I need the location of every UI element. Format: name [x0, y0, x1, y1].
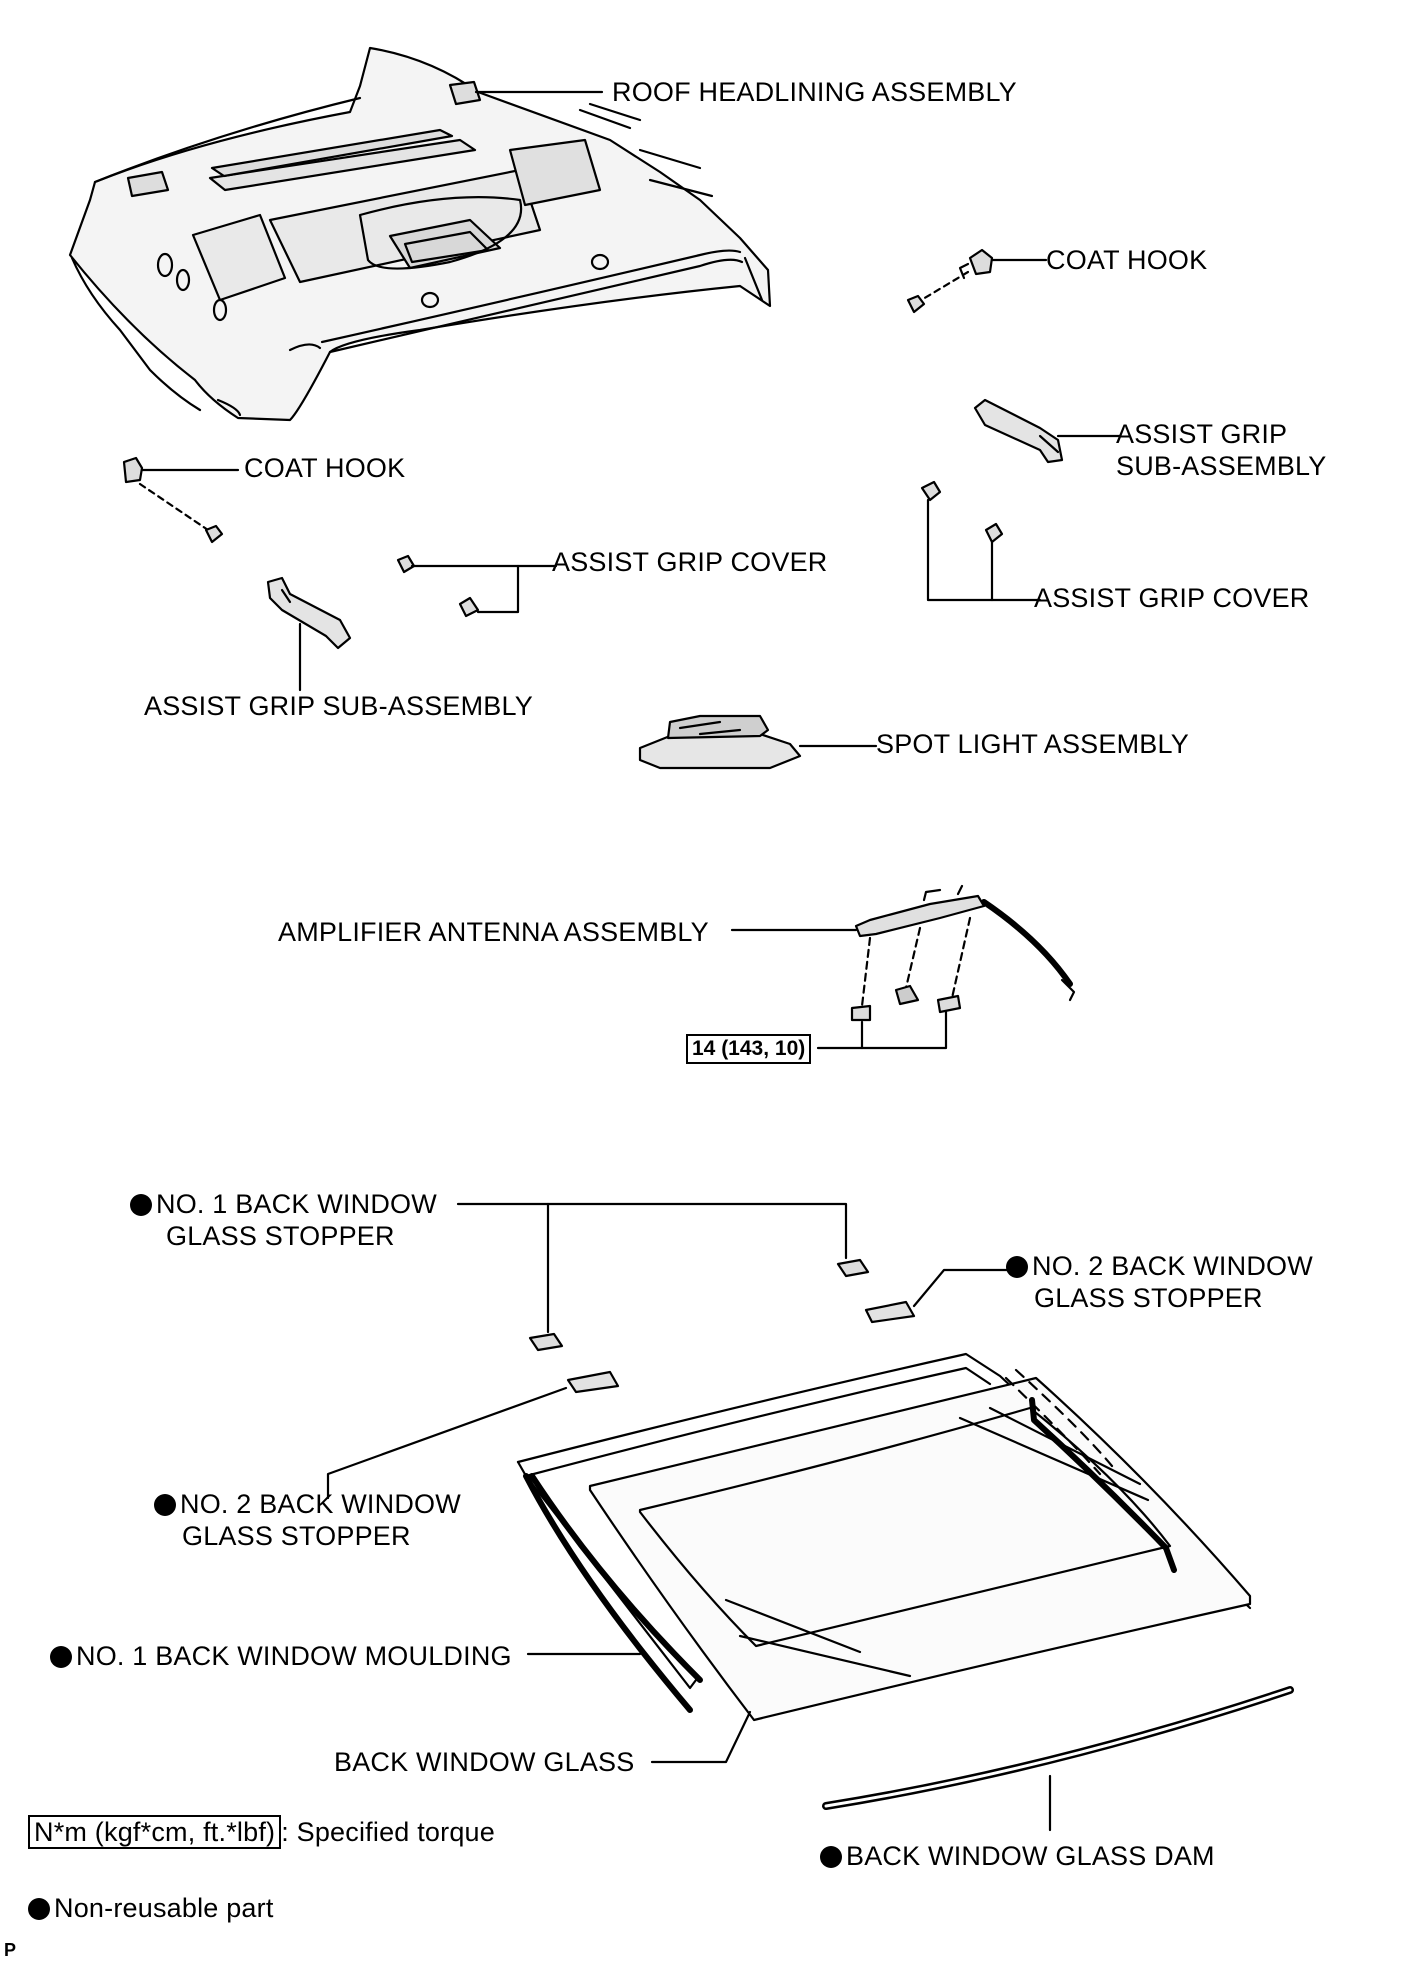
label-spot-light: SPOT LIGHT ASSEMBLY: [876, 729, 1189, 759]
stopper2-left-drawing: [566, 1370, 620, 1394]
label-moulding-text: NO. 1 BACK WINDOW MOULDING: [76, 1641, 512, 1671]
label-stopper2-left: NO. 2 BACK WINDOW: [154, 1488, 461, 1521]
legend-torque: N*m (kgf*cm, ft.*lbf): Specified torque: [28, 1815, 495, 1849]
leader-assist-grip-cover-right: [926, 498, 1042, 602]
coat-hook-left-drawing: [122, 456, 224, 544]
label-coat-hook-left: COAT HOOK: [244, 453, 406, 483]
label-stopper2-left-line2: GLASS STOPPER: [182, 1521, 411, 1551]
label-assist-grip-cover-left: ASSIST GRIP COVER: [552, 547, 828, 577]
stopper1-drawing: [528, 1258, 870, 1352]
label-stopper2-left-line1: NO. 2 BACK WINDOW: [180, 1489, 461, 1519]
leader-stopper2-left: [326, 1386, 568, 1500]
label-stopper2-right-line1: NO. 2 BACK WINDOW: [1032, 1251, 1313, 1281]
leader-stopper1: [456, 1202, 848, 1260]
label-assist-grip-right-2: SUB-ASSEMBLY: [1116, 451, 1327, 481]
nonreusable-icon: [130, 1194, 152, 1216]
assist-grip-right-drawing: [973, 398, 1064, 464]
leader-back-glass: [650, 1710, 752, 1764]
assist-grip-cover-right-drawing: [920, 480, 1004, 544]
legend-torque-unit: N*m (kgf*cm, ft.*lbf): [28, 1815, 282, 1849]
label-coat-hook-right: COAT HOOK: [1046, 245, 1208, 275]
stopper2-right-drawing: [864, 1300, 916, 1324]
leader-assist-grip-cover-left: [410, 564, 520, 614]
label-assist-grip-left: ASSIST GRIP SUB-ASSEMBLY: [144, 691, 533, 721]
label-glass-dam-text: BACK WINDOW GLASS DAM: [846, 1841, 1215, 1871]
legend-nonreusable: Non-reusable part: [28, 1892, 274, 1925]
label-amplifier-antenna: AMPLIFIER ANTENNA ASSEMBLY: [278, 917, 709, 947]
torque-value-box: 14 (143, 10): [686, 1034, 812, 1064]
legend-nonreusable-desc: Non-reusable part: [54, 1893, 274, 1923]
legend-torque-desc: : Specified torque: [281, 1817, 495, 1847]
back-window-drawing: [516, 1352, 1252, 1722]
label-stopper2-right: NO. 2 BACK WINDOW: [1006, 1250, 1313, 1283]
spot-light-drawing: [638, 714, 802, 770]
label-moulding: NO. 1 BACK WINDOW MOULDING: [50, 1640, 512, 1673]
label-assist-grip-right-1: ASSIST GRIP: [1116, 419, 1288, 449]
label-stopper2-right-line2: GLASS STOPPER: [1034, 1283, 1263, 1313]
glass-dam-drawing: [822, 1686, 1294, 1810]
nonreusable-icon: [50, 1646, 72, 1668]
label-assist-grip-cover-right: ASSIST GRIP COVER: [1034, 583, 1310, 613]
nonreusable-icon: [820, 1846, 842, 1868]
leader-stopper2-right: [912, 1268, 1012, 1308]
roof-headlining-drawing: [68, 46, 772, 422]
label-roof-headlining: ROOF HEADLINING ASSEMBLY: [612, 77, 1017, 107]
label-glass-dam: BACK WINDOW GLASS DAM: [820, 1840, 1215, 1873]
label-back-glass: BACK WINDOW GLASS: [334, 1747, 635, 1777]
coat-hook-right-drawing: [906, 248, 994, 314]
nonreusable-icon: [154, 1494, 176, 1516]
label-stopper1-line2: GLASS STOPPER: [166, 1221, 395, 1251]
leader-torque: [816, 1010, 948, 1050]
label-stopper1: NO. 1 BACK WINDOW: [130, 1188, 437, 1221]
nonreusable-icon: [28, 1898, 50, 1920]
amplifier-antenna-drawing: [850, 884, 1076, 1022]
corner-mark: P: [4, 1940, 17, 1960]
label-stopper1-line1: NO. 1 BACK WINDOW: [156, 1189, 437, 1219]
nonreusable-icon: [1006, 1256, 1028, 1278]
assist-grip-left-drawing: [266, 576, 352, 650]
